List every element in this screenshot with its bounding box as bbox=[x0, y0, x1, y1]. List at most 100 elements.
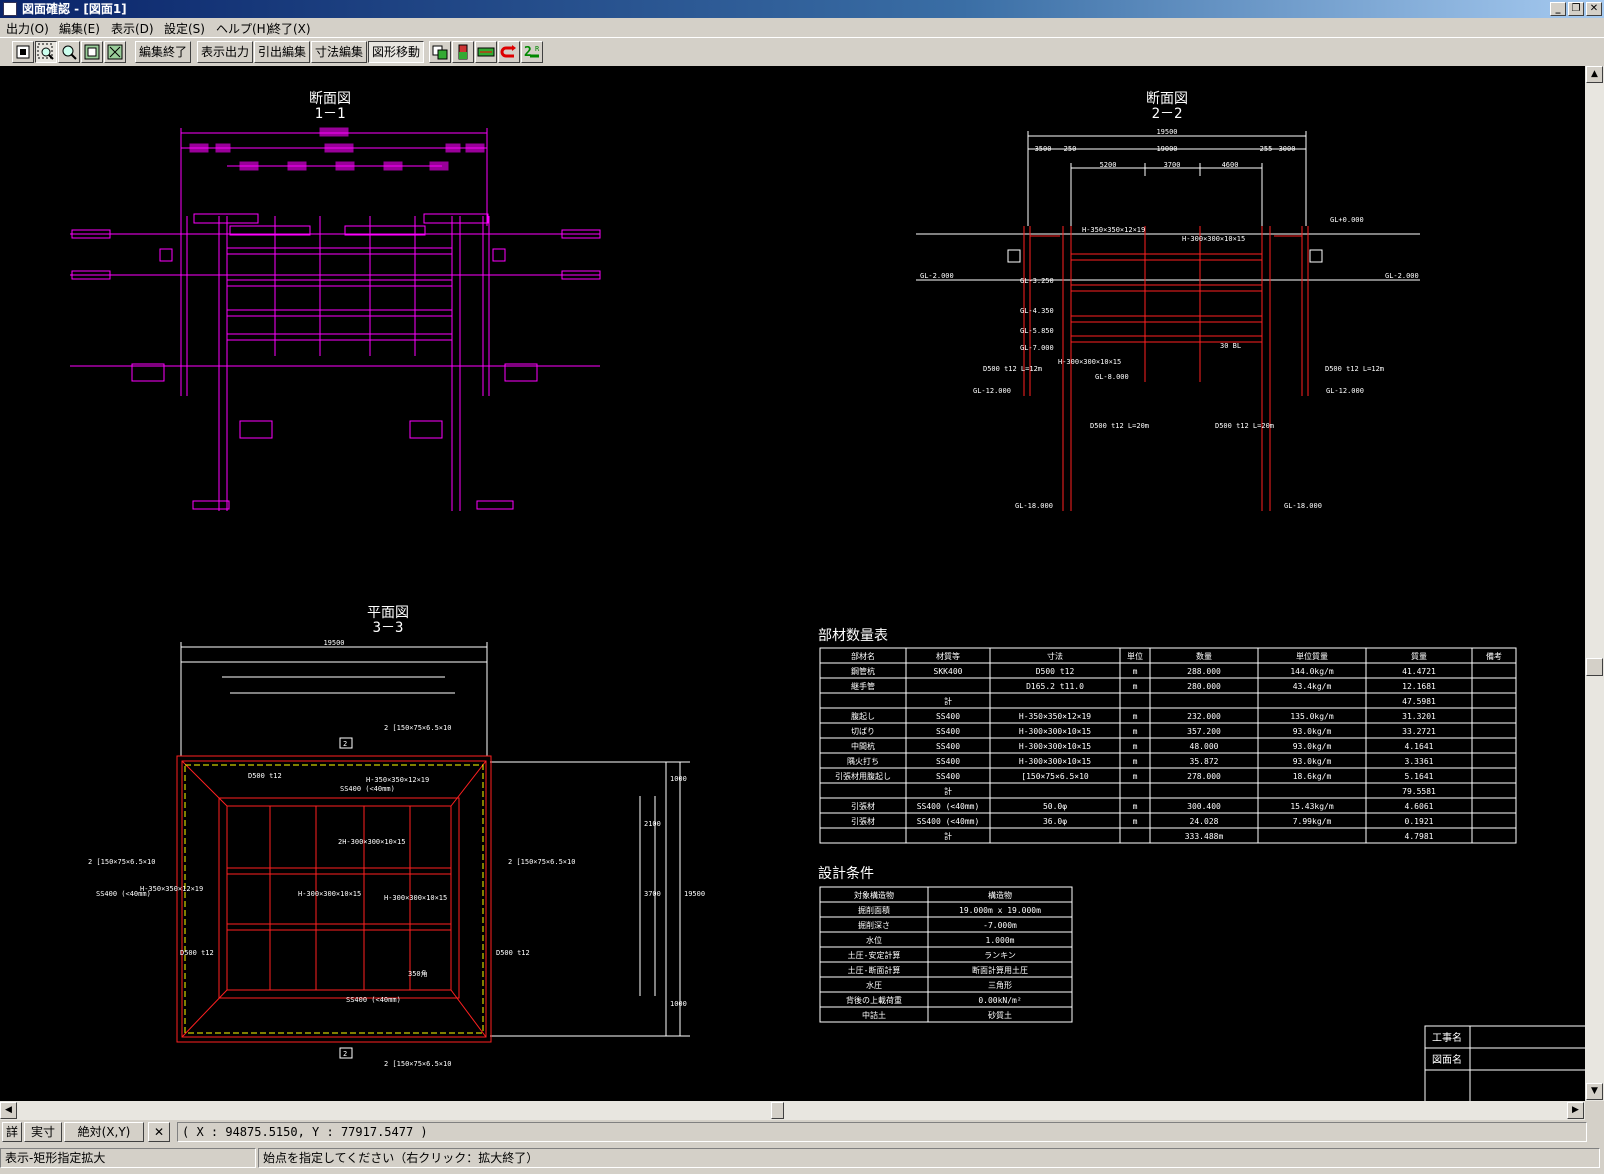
menu-settings[interactable]: 設定(S) bbox=[164, 22, 205, 36]
design-cell: 中詰土 bbox=[862, 1010, 886, 1020]
mat-cell: 43.4kg/m bbox=[1293, 682, 1332, 691]
mat-cell: m bbox=[1133, 667, 1138, 676]
detail-mode-button[interactable]: 詳 bbox=[2, 1122, 22, 1142]
mat-cell: m bbox=[1133, 772, 1138, 781]
zoom-button[interactable] bbox=[58, 41, 80, 63]
design-cell: 掘削面積 bbox=[858, 905, 890, 915]
color-button[interactable] bbox=[452, 41, 474, 63]
status-prompt: 始点を指定してください（右クリック：拡大終了） bbox=[258, 1148, 1600, 1168]
svg-text:GL-18.000: GL-18.000 bbox=[1015, 502, 1053, 510]
design-cell: 三角形 bbox=[988, 980, 1012, 990]
design-cell: 構造物 bbox=[988, 890, 1012, 900]
absolute-coord-button[interactable]: 絶対(X,Y) bbox=[64, 1122, 144, 1142]
vertical-scroll-thumb[interactable] bbox=[1586, 658, 1603, 676]
svg-text:2 [150×75×6.5×10: 2 [150×75×6.5×10 bbox=[384, 724, 451, 732]
zoom-window-button[interactable] bbox=[35, 41, 57, 63]
coordinate-readout: ( X : 94875.5150, Y : 77917.5477 ) bbox=[177, 1122, 1587, 1142]
zoom-fit-button[interactable] bbox=[104, 41, 126, 63]
mat-cell: 腹起し bbox=[851, 711, 875, 721]
display-output-button[interactable]: 表示出力 bbox=[197, 41, 253, 63]
mat-cell: 12.1681 bbox=[1402, 682, 1436, 691]
menu-view[interactable]: 表示(D) bbox=[111, 22, 154, 36]
menu-output[interactable]: 出力(O) bbox=[6, 22, 49, 36]
svg-text:2100: 2100 bbox=[644, 820, 661, 828]
close-button[interactable]: ✕ bbox=[1586, 2, 1602, 16]
mat-header: 数量 bbox=[1196, 651, 1212, 661]
menu-help[interactable]: ヘルプ(H) bbox=[216, 22, 271, 36]
mat-cell: 50.0φ bbox=[1043, 802, 1067, 811]
svg-text:GL-12.000: GL-12.000 bbox=[1326, 387, 1364, 395]
svg-text:SS400 (<40mm): SS400 (<40mm) bbox=[340, 785, 395, 793]
coord-close-icon[interactable]: ✕ bbox=[148, 1122, 170, 1142]
layer-button[interactable] bbox=[429, 41, 451, 63]
mat-cell: 36.0φ bbox=[1043, 817, 1067, 826]
mat-cell: 333.488m bbox=[1185, 832, 1224, 841]
svg-text:H-350×350×12×19: H-350×350×12×19 bbox=[1082, 226, 1145, 234]
svg-text:19000: 19000 bbox=[1156, 145, 1177, 153]
menu-exit[interactable]: 終了(X) bbox=[269, 22, 311, 36]
app-icon bbox=[3, 2, 17, 16]
undo-button[interactable] bbox=[498, 41, 520, 63]
svg-text:2 [150×75×6.5×10: 2 [150×75×6.5×10 bbox=[88, 858, 155, 866]
horizontal-scroll-thumb[interactable] bbox=[771, 1102, 784, 1119]
svg-text:GL-4.350: GL-4.350 bbox=[1020, 307, 1054, 315]
svg-text:H-300×300×10×15: H-300×300×10×15 bbox=[1058, 358, 1121, 366]
svg-text:H-300×300×10×15: H-300×300×10×15 bbox=[384, 894, 447, 902]
color-icon bbox=[458, 44, 468, 60]
mat-cell: 278.000 bbox=[1187, 772, 1221, 781]
cad-drawing: 断面図 1－1 断面図 2－2 bbox=[70, 91, 1585, 1101]
mat-cell: 15.43kg/m bbox=[1290, 802, 1334, 811]
minimize-button[interactable]: _ bbox=[1550, 2, 1566, 16]
svg-text:D500 t12: D500 t12 bbox=[180, 949, 214, 957]
svg-text:2: 2 bbox=[343, 740, 347, 748]
scroll-down-icon[interactable]: ▼ bbox=[1586, 1083, 1603, 1100]
scroll-left-icon[interactable]: ◀ bbox=[0, 1102, 17, 1119]
scroll-up-icon[interactable]: ▲ bbox=[1586, 66, 1603, 83]
svg-text:2: 2 bbox=[524, 45, 532, 60]
svg-text:GL-5.850: GL-5.850 bbox=[1020, 327, 1054, 335]
mat-cell: 7.99kg/m bbox=[1293, 817, 1332, 826]
scroll-right-icon[interactable]: ▶ bbox=[1567, 1102, 1584, 1119]
design-table-title: 設計条件 bbox=[818, 865, 874, 882]
mat-cell: 300.400 bbox=[1187, 802, 1221, 811]
svg-text:D500 t12 L=20m: D500 t12 L=20m bbox=[1090, 422, 1149, 430]
mat-cell: SS400 bbox=[936, 712, 960, 721]
design-cell: 水圧 bbox=[866, 980, 882, 990]
mat-cell: [150×75×6.5×10 bbox=[1021, 772, 1089, 781]
real-scale-button[interactable]: 実寸 bbox=[24, 1122, 62, 1142]
mat-header: 質量 bbox=[1411, 651, 1427, 661]
mat-cell: 357.200 bbox=[1187, 727, 1221, 736]
mat-cell: m bbox=[1133, 712, 1138, 721]
title-block-project-label: 工事名 bbox=[1432, 1031, 1462, 1044]
dimension-edit-button[interactable]: 寸法編集 bbox=[311, 41, 367, 63]
menu-edit[interactable]: 編集(E) bbox=[59, 22, 100, 36]
svg-text:3000: 3000 bbox=[1279, 145, 1296, 153]
horizontal-scrollbar[interactable]: ◀ ▶ bbox=[0, 1101, 1585, 1120]
coordinate-bar: 詳 実寸 絶対(X,Y) ✕ ( X : 94875.5150, Y : 779… bbox=[0, 1120, 1604, 1144]
mat-header: 単位質量 bbox=[1296, 651, 1328, 661]
mat-header: 材質等 bbox=[936, 651, 960, 661]
svg-text:SS400 (<40mm): SS400 (<40mm) bbox=[346, 996, 401, 1004]
leader-edit-button[interactable]: 引出編集 bbox=[254, 41, 310, 63]
edit-end-button[interactable]: 編集終了 bbox=[135, 41, 191, 63]
mat-cell: 引張材 bbox=[851, 801, 875, 811]
design-cell: 砂質土 bbox=[988, 1010, 1012, 1020]
mat-cell: 47.5981 bbox=[1402, 697, 1436, 706]
svg-text:D500 t12: D500 t12 bbox=[496, 949, 530, 957]
figure-move-button[interactable]: 図形移動 bbox=[368, 41, 424, 63]
plan-labels: 19500 2 [150×75×6.5×10 2 [150×75×6.5×10 … bbox=[88, 639, 705, 1068]
mat-cell: 35.872 bbox=[1190, 757, 1219, 766]
window-title: 図面確認 - [図面1] bbox=[22, 2, 127, 16]
select-tool-button[interactable] bbox=[12, 41, 34, 63]
section-1-subtitle: 1－1 bbox=[315, 106, 346, 122]
zoom-all-button[interactable] bbox=[81, 41, 103, 63]
mat-cell: 中間杭 bbox=[851, 741, 875, 751]
linetype-button[interactable] bbox=[475, 41, 497, 63]
drawing-canvas[interactable]: 断面図 1－1 断面図 2－2 bbox=[0, 66, 1585, 1101]
vertical-scrollbar[interactable]: ▲ ▼ bbox=[1585, 66, 1604, 1101]
zoom-fit-icon bbox=[107, 44, 123, 60]
restore-button[interactable]: ❐ bbox=[1568, 2, 1584, 16]
svg-text:5200: 5200 bbox=[1100, 161, 1117, 169]
design-cell: ランキン bbox=[984, 951, 1016, 960]
